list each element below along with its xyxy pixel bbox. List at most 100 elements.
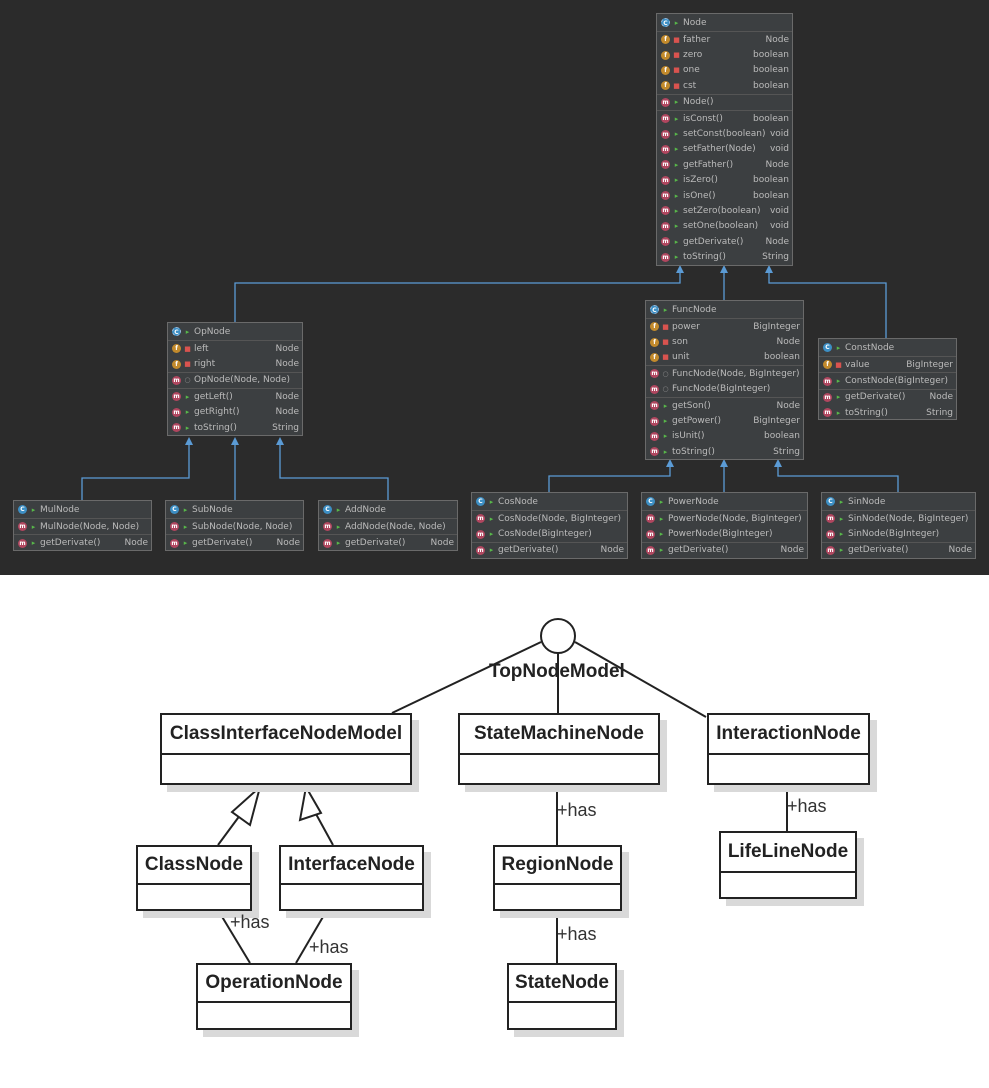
constructor-row: m▸CosNode(Node, BigInteger) — [472, 511, 627, 526]
abstract-class-icon: C — [172, 327, 181, 336]
constructor-name: SinNode(BigInteger) — [848, 529, 940, 540]
operation-node-box[interactable]: OperationNode — [196, 963, 352, 1030]
public-icon: ▸ — [336, 522, 341, 531]
method-row: m▸getLeft()Node — [168, 389, 302, 404]
method-name: setOne(boolean) — [683, 221, 759, 232]
constructor-name: CosNode(BigInteger) — [498, 529, 592, 540]
state-machine-node-box[interactable]: StateMachineNode — [458, 713, 660, 785]
field-icon: f — [172, 344, 181, 354]
public-icon: ▸ — [674, 114, 679, 123]
method-name: toString() — [683, 252, 726, 263]
field-type: boolean — [753, 65, 789, 76]
uml-class-mulnode[interactable]: C▸MulNode m▸MulNode(Node, Node) m▸getDer… — [13, 500, 152, 551]
class-title: ConstNode — [845, 342, 895, 353]
public-icon: ▸ — [489, 497, 494, 506]
constructor-name: PowerNode(BigInteger) — [668, 529, 773, 540]
method-row: m▸toString()String — [657, 249, 792, 264]
constructor-row: m▸AddNode(Node, Node) — [319, 519, 457, 534]
private-icon: ■ — [673, 35, 680, 44]
constructor-row: m▸SubNode(Node, Node) — [166, 519, 303, 534]
methods-section: m▸getLeft()Node m▸getRight()Node m▸toStr… — [168, 389, 302, 435]
constructors-section: m○OpNode(Node, Node) — [168, 373, 302, 390]
private-icon: ■ — [184, 360, 191, 369]
class-node-box[interactable]: ClassNode — [136, 845, 252, 911]
interface-node-box[interactable]: InterfaceNode — [279, 845, 424, 911]
method-name: getRight() — [194, 407, 240, 418]
constructors-section: m▸CosNode(Node, BigInteger) m▸CosNode(Bi… — [472, 511, 627, 543]
method-name: getLeft() — [194, 391, 233, 402]
method-row: m▸getDerivate()Node — [319, 535, 457, 550]
constructor-row: m○FuncNode(BigInteger) — [646, 382, 803, 397]
method-row: m▸getRight()Node — [168, 405, 302, 420]
method-type: Node — [776, 400, 801, 411]
public-icon: ▸ — [674, 18, 679, 27]
class-icon: C — [170, 505, 179, 514]
uml-class-powernode[interactable]: C▸PowerNode m▸PowerNode(Node, BigInteger… — [641, 492, 808, 559]
method-row: m▸toString()String — [168, 420, 302, 435]
constructor-row: m▸Node() — [657, 95, 792, 110]
lifeline-node-box[interactable]: LifeLineNode — [719, 831, 857, 899]
class-icon: C — [826, 497, 835, 506]
field-name: cst — [683, 80, 697, 91]
package-icon: ○ — [184, 376, 191, 385]
class-header: C▸ConstNode — [819, 339, 956, 357]
public-icon: ▸ — [674, 237, 679, 246]
method-icon: m — [646, 545, 655, 555]
field-icon: f — [650, 337, 659, 347]
constructor-name: OpNode(Node, Node) — [194, 375, 291, 386]
uml-class-addnode[interactable]: C▸AddNode m▸AddNode(Node, Node) m▸getDer… — [318, 500, 458, 551]
method-icon: m — [661, 221, 670, 231]
field-type: Node — [776, 337, 801, 348]
state-node-box[interactable]: StateNode — [507, 963, 617, 1030]
constructor-name: SubNode(Node, Node) — [192, 521, 293, 532]
constructor-name: ConstNode(BigInteger) — [845, 376, 948, 387]
public-icon: ▸ — [836, 377, 841, 386]
method-name: isZero() — [683, 175, 718, 186]
field-type: Node — [275, 343, 300, 354]
method-type: String — [762, 252, 789, 263]
private-icon: ■ — [673, 51, 680, 60]
method-icon: m — [650, 384, 659, 394]
region-node-box[interactable]: RegionNode — [493, 845, 622, 911]
method-icon: m — [826, 514, 835, 524]
interaction-node-box[interactable]: InteractionNode — [707, 713, 870, 785]
has-label-region: +has — [557, 800, 597, 820]
public-icon: ▸ — [674, 160, 679, 169]
uml-class-sinnode[interactable]: C▸SinNode m▸SinNode(Node, BigInteger) m▸… — [821, 492, 976, 559]
method-row: m▸setConst(boolean)void — [657, 126, 792, 141]
field-name: left — [194, 343, 209, 354]
method-type: Node — [948, 545, 973, 556]
field-name: son — [672, 337, 688, 348]
constructor-row: m○FuncNode(Node, BigInteger) — [646, 366, 803, 381]
field-name: power — [672, 321, 700, 332]
uml-class-cosnode[interactable]: C▸CosNode m▸CosNode(Node, BigInteger) m▸… — [471, 492, 628, 559]
inheritance-arrows — [81, 265, 899, 500]
class-title: MulNode — [40, 504, 80, 515]
field-name: zero — [683, 50, 703, 61]
class-header: C▸MulNode — [14, 501, 151, 519]
uml-class-subnode[interactable]: C▸SubNode m▸SubNode(Node, Node) m▸getDer… — [165, 500, 304, 551]
class-interface-node-model-box[interactable]: ClassInterfaceNodeModel — [160, 713, 412, 785]
field-icon: f — [661, 35, 670, 45]
methods-section: m▸getDerivate()Node m▸toString()String — [819, 390, 956, 421]
method-icon: m — [476, 514, 485, 524]
class-header: C▸FuncNode — [646, 301, 803, 319]
private-icon: ■ — [662, 353, 669, 362]
field-name: unit — [672, 352, 690, 363]
methods-section: m▸getDerivate()Node — [319, 535, 457, 550]
class-header: C▸AddNode — [319, 501, 457, 519]
method-row: m▸setOne(boolean)void — [657, 219, 792, 234]
method-type: void — [769, 129, 789, 140]
public-icon: ▸ — [674, 222, 679, 231]
method-type: String — [773, 446, 800, 457]
method-name: setConst(boolean) — [683, 129, 766, 140]
abstract-class-icon: C — [661, 18, 670, 27]
method-icon: m — [172, 423, 181, 433]
public-icon: ▸ — [839, 530, 844, 539]
